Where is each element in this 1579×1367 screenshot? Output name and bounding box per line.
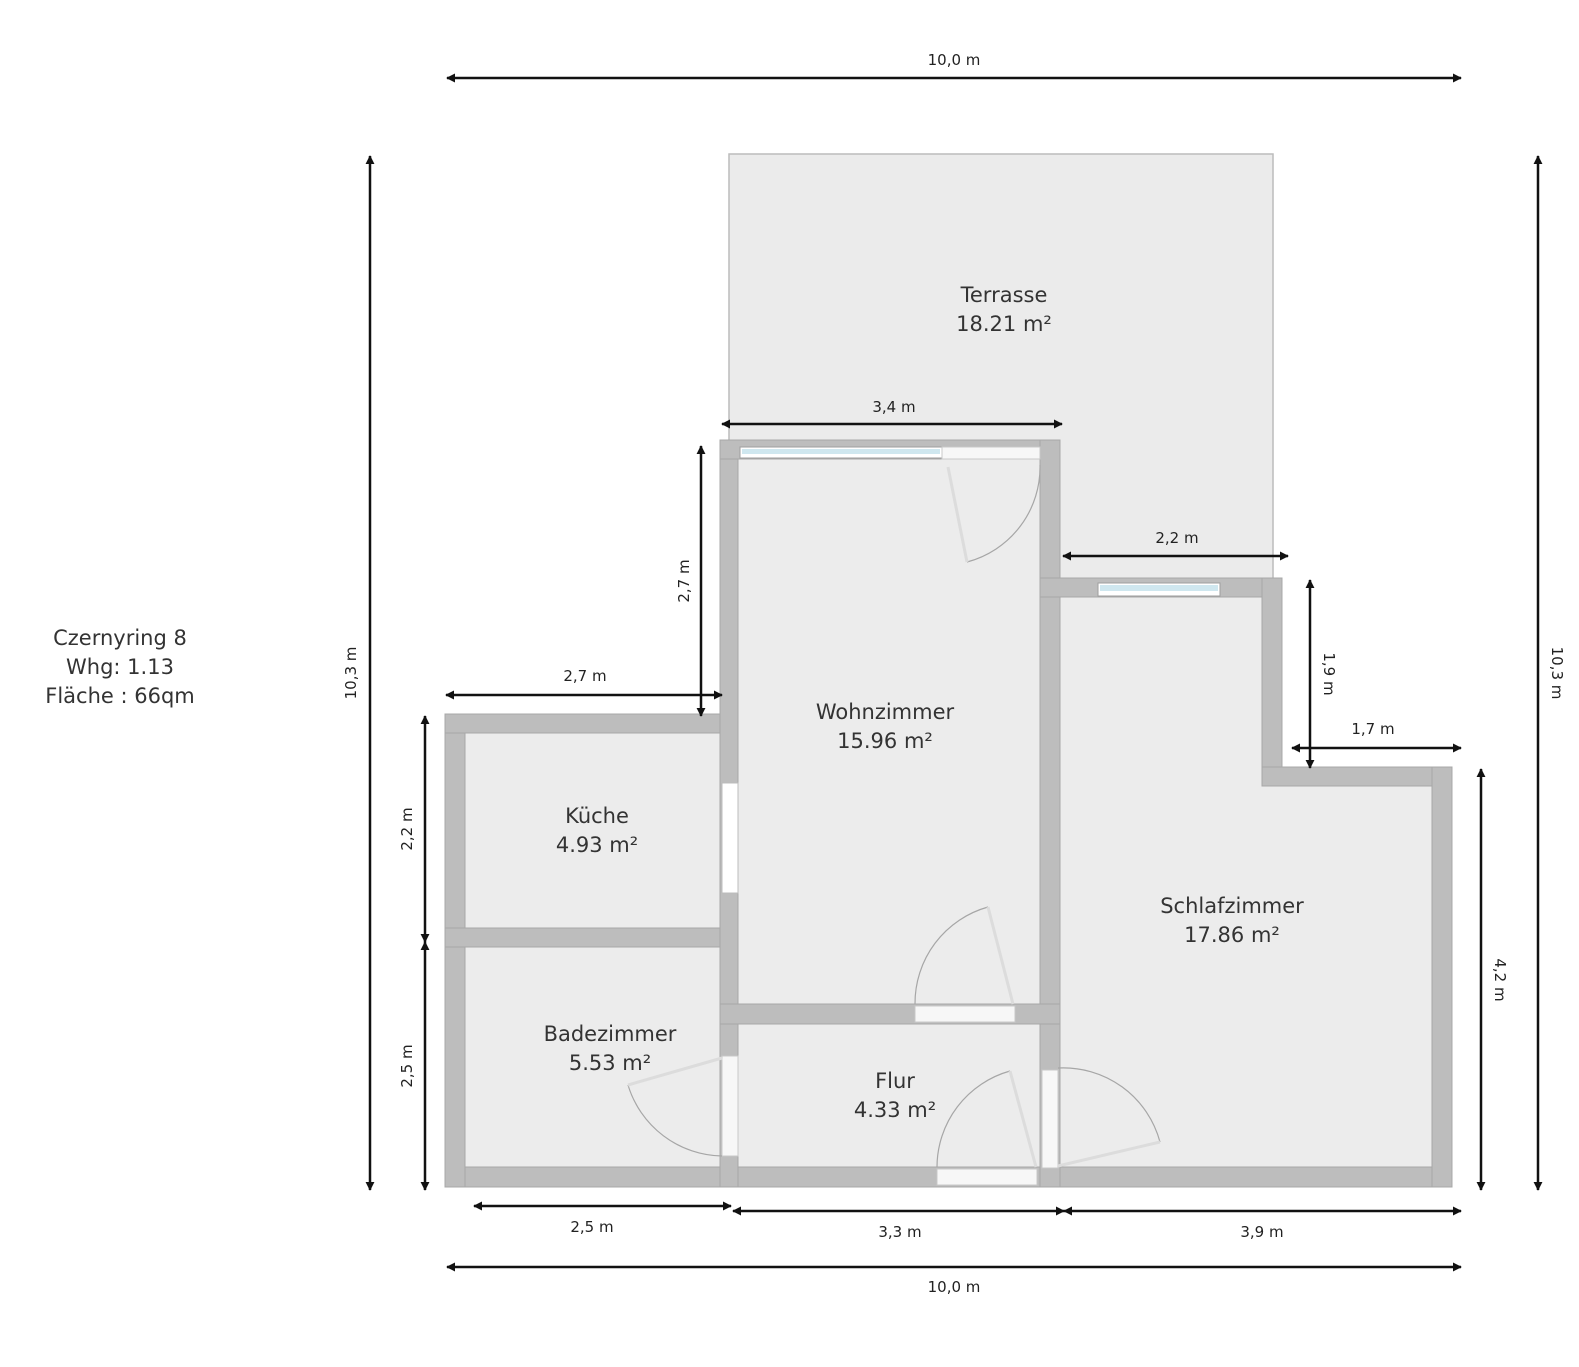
- room-label-flur: Flur: [875, 1069, 915, 1093]
- dimension-lines: [365, 73, 1543, 1272]
- floors: [465, 459, 1432, 1167]
- schlaf-door-opening: [1041, 1069, 1059, 1169]
- dim-label-bad-width: 2,5 m: [570, 1218, 613, 1236]
- dim-label-wohnzimmer-height: 2,7 m: [675, 559, 693, 602]
- dim-label-top-total: 10,0 m: [928, 51, 981, 69]
- dim-label-left-total: 10,3 m: [342, 647, 360, 700]
- area-label: Fläche : 66qm: [45, 684, 195, 708]
- wohnzimmer-flur-door-opening: [914, 1005, 1016, 1023]
- room-area-flur: 4.33 m²: [854, 1098, 936, 1122]
- kueche-floor: [465, 733, 720, 928]
- entrance-door-swing: [936, 1070, 1011, 1168]
- terrace-door-swing: [966, 464, 1041, 563]
- dim-label-schlaf-height: 4,2 m: [1491, 958, 1509, 1001]
- address-label: Czernyring 8: [53, 626, 187, 650]
- schlaf-door-leaf: [1057, 1140, 1161, 1168]
- bad-door-opening: [721, 1055, 739, 1157]
- bad-door-leaf: [627, 1056, 723, 1087]
- dim-label-schlaf-step-height: 1,9 m: [1320, 652, 1338, 695]
- wall-schlaf-step-v: [1261, 577, 1283, 787]
- dim-label-bad-height: 2,5 m: [398, 1044, 416, 1087]
- room-label-terrasse: Terrasse: [960, 283, 1048, 307]
- terrace-door-leaf: [946, 466, 969, 563]
- property-info: Czernyring 8 Whg: 1.13 Fläche : 66qm: [20, 624, 220, 711]
- room-label-schlafzimmer: Schlafzimmer: [1160, 894, 1304, 918]
- wall-schlaf-step-h: [1261, 766, 1453, 787]
- terrace-door-opening: [941, 446, 1041, 460]
- wall-schlaf-right: [1431, 766, 1453, 1188]
- room-area-kueche: 4.93 m²: [556, 833, 638, 857]
- entrance-door-opening: [936, 1168, 1038, 1186]
- dim-label-kueche-top: 2,7 m: [563, 667, 606, 685]
- room-label-kueche: Küche: [565, 804, 629, 828]
- kitchen-opening: [721, 782, 739, 894]
- apartment-label: Whg: 1.13: [66, 655, 174, 679]
- dim-label-schlaf-step-width: 1,7 m: [1351, 720, 1394, 738]
- room-labels: Terrasse 18.21 m² Wohnzimmer 15.96 m² Kü…: [544, 283, 1305, 1122]
- window-wohnzimmer-glass: [742, 449, 940, 454]
- flur-floor: [738, 1024, 1040, 1167]
- openings: [721, 446, 1221, 1186]
- room-area-wohnzimmer: 15.96 m²: [837, 729, 933, 753]
- room-area-schlafzimmer: 17.86 m²: [1184, 923, 1280, 947]
- schlaf-door-swing: [1057, 1067, 1161, 1143]
- bad-door-swing: [627, 1084, 723, 1157]
- entrance-door-leaf: [1008, 1070, 1038, 1168]
- wall-kueche-bad: [444, 927, 739, 948]
- wall-left: [444, 713, 466, 1188]
- wohn-door-swing: [914, 906, 989, 1005]
- dim-label-terrace-step: 2,2 m: [1155, 529, 1198, 547]
- door-swings: [627, 464, 1161, 1168]
- dim-label-flur-width: 3,3 m: [878, 1223, 921, 1241]
- wohn-door-leaf: [986, 906, 1015, 1005]
- dim-label-kueche-height: 2,2 m: [398, 807, 416, 850]
- badezimmer-floor: [465, 947, 720, 1167]
- room-label-badezimmer: Badezimmer: [544, 1022, 677, 1046]
- dim-label-schlaf-width: 3,9 m: [1240, 1223, 1283, 1241]
- schlafzimmer-floor: [1058, 597, 1432, 1167]
- room-label-wohnzimmer: Wohnzimmer: [816, 700, 955, 724]
- window-schlafzimmer-glass: [1100, 585, 1218, 591]
- dim-label-wohnzimmer-width: 3,4 m: [872, 398, 915, 416]
- wall-kueche-top: [444, 713, 739, 734]
- wall-wohnzimmer-right: [1039, 439, 1061, 1188]
- dim-label-bottom-total: 10,0 m: [928, 1278, 981, 1296]
- dimension-labels: 10,0 m 10,0 m 10,3 m 10,3 m 3,4 m 2,2 m …: [342, 51, 1566, 1296]
- dim-label-right-total: 10,3 m: [1548, 647, 1566, 700]
- room-area-badezimmer: 5.53 m²: [569, 1051, 651, 1075]
- room-area-terrasse: 18.21 m²: [956, 312, 1052, 336]
